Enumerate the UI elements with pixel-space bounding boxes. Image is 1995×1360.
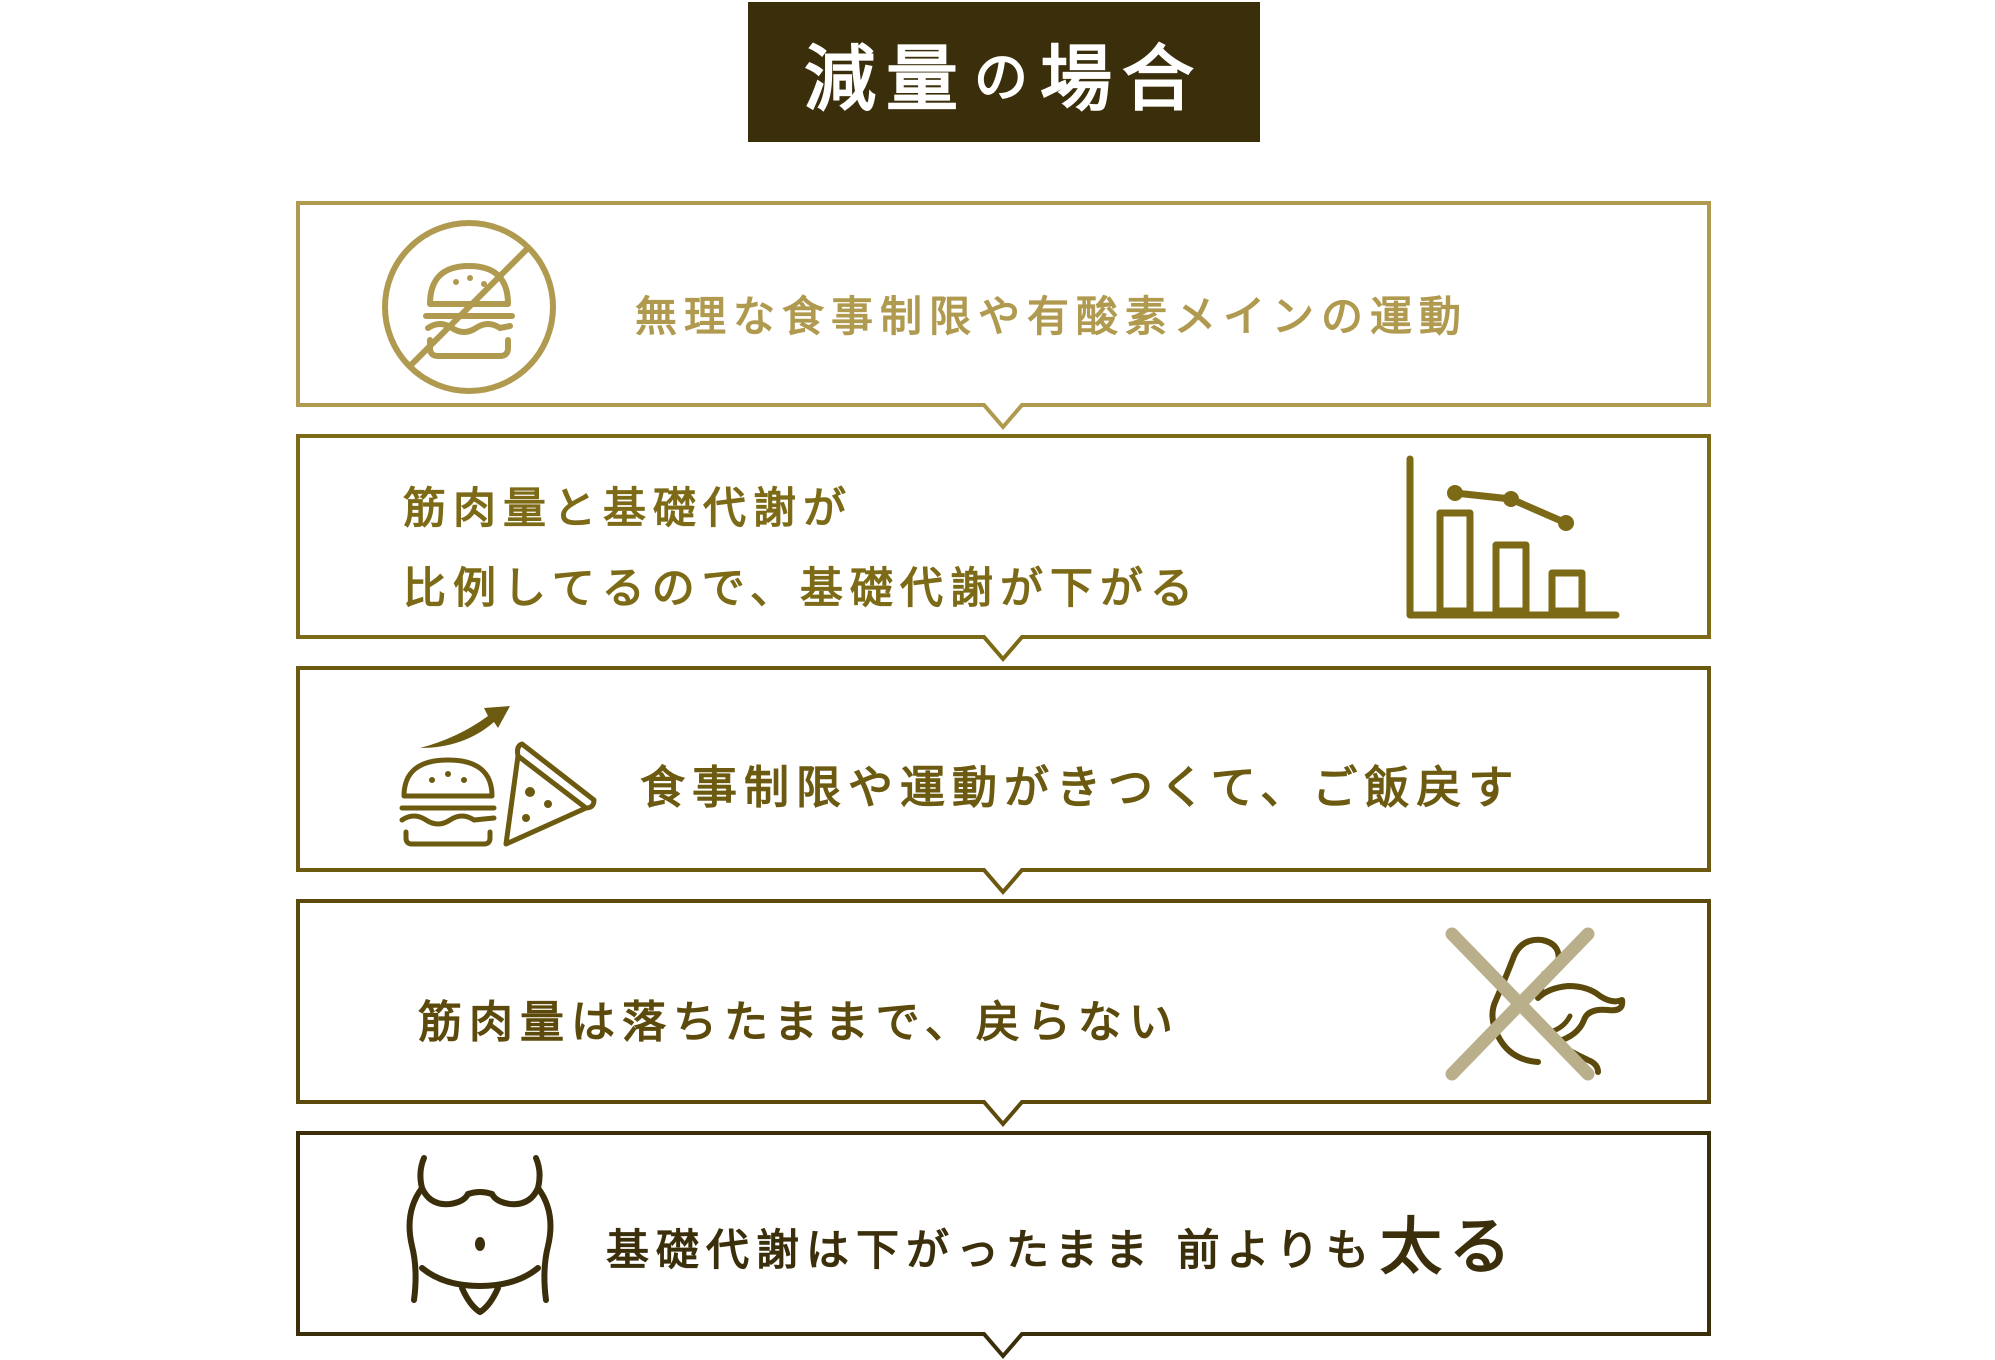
step-2-line-1: 筋肉量と基礎代謝が: [403, 484, 853, 534]
step-box-2: [296, 434, 1711, 663]
burger-pizza-rising-icon: [399, 706, 597, 847]
step-box-1: [296, 201, 1711, 431]
title-part-2: の: [974, 45, 1034, 109]
title-part-3: 場合: [1040, 36, 1205, 121]
step-4-text: 筋肉量は落ちたままで、戻らない: [418, 997, 1180, 1048]
crossed-muscle-icon: [1445, 927, 1626, 1081]
step-1-text: 無理な食事制限や有酸素メインの運動: [635, 292, 1469, 341]
declining-bar-chart-icon: [1406, 455, 1620, 619]
step-box-3: [296, 666, 1711, 896]
no-burger-icon: [382, 220, 556, 394]
step-5-main-text: 基礎代謝は下がったまま 前よりも: [606, 1226, 1376, 1276]
step-box-4: [296, 899, 1711, 1128]
step-5-text: 基礎代謝は下がったまま 前よりも 太る: [606, 1216, 1518, 1278]
step-5-emphasis-text: 太る: [1379, 1210, 1518, 1283]
step-box-5: [296, 1131, 1711, 1360]
step-2-line-2: 比例してるので、基礎代謝が下がる: [403, 564, 1200, 614]
page-title: 減量 の 場合: [748, 2, 1260, 142]
step-3-text: 食事制限や運動がきつくて、ご飯戻す: [640, 761, 1521, 814]
title-part-1: 減量: [803, 36, 968, 121]
belly-icon: [406, 1155, 554, 1315]
